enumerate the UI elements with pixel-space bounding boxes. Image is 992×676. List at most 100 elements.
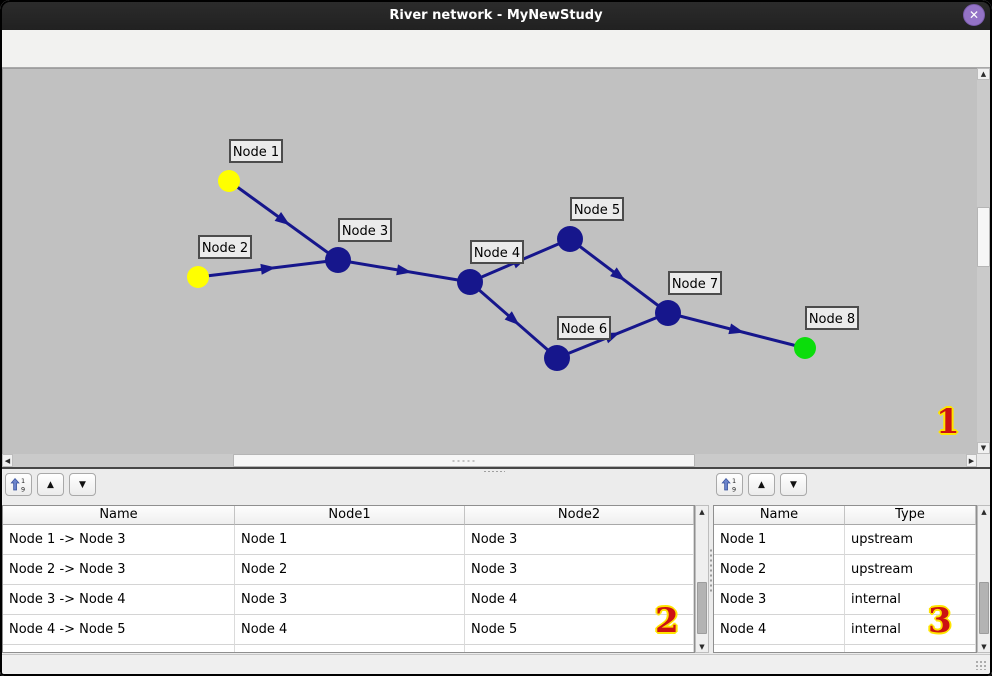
table-cell[interactable]: Node 4 -> Node 5 xyxy=(3,615,235,645)
graph-node-1[interactable] xyxy=(218,170,240,192)
table-cell[interactable]: Node 3 -> Node 4 xyxy=(3,585,235,615)
table-cell[interactable]: Node 3 xyxy=(465,555,694,585)
nodes-move-up-button[interactable]: ▲ xyxy=(748,473,775,496)
table-row[interactable] xyxy=(714,645,976,652)
table-cell[interactable]: Node 3 xyxy=(465,525,694,555)
edges-table-scrollbar[interactable]: ▲ ▼ xyxy=(695,505,709,653)
table-cell[interactable]: upstream xyxy=(845,555,976,585)
close-button[interactable]: ✕ xyxy=(963,4,985,26)
edges-move-down-button[interactable]: ▼ xyxy=(69,473,96,496)
node-label-box[interactable] xyxy=(557,316,611,340)
horizontal-scroll-thumb[interactable] xyxy=(233,454,695,467)
graph-node-8[interactable] xyxy=(794,337,816,359)
table-cell[interactable]: Node 1 -> Node 3 xyxy=(3,525,235,555)
table-cell[interactable] xyxy=(235,645,465,652)
graph-node-7[interactable] xyxy=(655,300,681,326)
node-label-box[interactable] xyxy=(229,139,283,163)
nodes-table-scrollbar[interactable]: ▲ ▼ xyxy=(977,505,991,653)
nodes-sort-button[interactable]: 1 9 xyxy=(716,473,743,496)
column-header[interactable]: Name xyxy=(3,506,235,525)
close-icon: ✕ xyxy=(968,8,980,22)
panel-sash[interactable] xyxy=(0,467,992,469)
node-label-box[interactable] xyxy=(805,306,859,330)
edges-move-up-button[interactable]: ▲ xyxy=(37,473,64,496)
scroll-up-button[interactable]: ▲ xyxy=(978,506,990,517)
scroll-up-icon: ▲ xyxy=(981,507,987,516)
graph-node-6[interactable] xyxy=(544,345,570,371)
node-label-box[interactable] xyxy=(570,197,624,221)
vertical-scroll-thumb[interactable] xyxy=(977,207,990,267)
table-row[interactable] xyxy=(3,645,694,652)
scroll-right-icon: ▶ xyxy=(968,456,975,465)
table-cell[interactable] xyxy=(714,645,845,652)
svg-text:1: 1 xyxy=(21,477,25,485)
sort-ascending-icon: 1 9 xyxy=(10,477,25,494)
column-header[interactable]: Type xyxy=(845,506,976,525)
scroll-left-button[interactable]: ◀ xyxy=(2,454,13,467)
column-header[interactable]: Node2 xyxy=(465,506,694,525)
canvas-vertical-scrollbar[interactable]: ▲ ▼ xyxy=(977,68,990,454)
scroll-down-button[interactable]: ▼ xyxy=(978,641,990,652)
table-cell[interactable]: internal xyxy=(845,585,976,615)
table-cell[interactable]: Node 3 xyxy=(714,585,845,615)
table-cell[interactable] xyxy=(465,645,694,652)
triangle-up-icon: ▲ xyxy=(47,479,54,490)
table-cell[interactable]: Node 3 xyxy=(235,585,465,615)
table-cell[interactable]: Node 5 xyxy=(465,615,694,645)
table-cell[interactable]: Node 1 xyxy=(235,525,465,555)
table-cell[interactable]: Node 2 -> Node 3 xyxy=(3,555,235,585)
vertical-scroll-thumb[interactable] xyxy=(979,582,989,634)
node-label-box[interactable] xyxy=(198,235,252,259)
resize-grip-icon[interactable] xyxy=(975,660,987,670)
sash-grip-icon[interactable] xyxy=(483,470,505,474)
status-bar xyxy=(0,654,992,674)
scroll-down-icon: ▼ xyxy=(980,444,987,452)
scroll-up-button[interactable]: ▲ xyxy=(977,68,990,80)
table-cell[interactable]: Node 2 xyxy=(235,555,465,585)
scroll-up-button[interactable]: ▲ xyxy=(696,506,708,517)
table-cell[interactable]: Node 1 xyxy=(714,525,845,555)
canvas-horizontal-scrollbar[interactable]: ◀ ▶ xyxy=(2,454,977,467)
scroll-down-icon: ▼ xyxy=(699,642,705,651)
titlebar[interactable]: River network - MyNewStudy ✕ xyxy=(0,0,992,30)
table-cell[interactable]: internal xyxy=(845,615,976,645)
edges-sort-button[interactable]: 1 9 xyxy=(5,473,32,496)
column-header[interactable]: Node1 xyxy=(235,506,465,525)
table-cell[interactable]: Node 4 xyxy=(235,615,465,645)
table-cell[interactable]: upstream xyxy=(845,525,976,555)
graph-node-4[interactable] xyxy=(457,269,483,295)
column-header[interactable]: Name xyxy=(714,506,845,525)
graph-node-5[interactable] xyxy=(557,226,583,252)
node-label: Node 6 xyxy=(561,322,607,337)
graph-node-3[interactable] xyxy=(325,247,351,273)
scroll-right-button[interactable]: ▶ xyxy=(966,454,977,467)
vertical-scroll-thumb[interactable] xyxy=(697,582,707,634)
scroll-down-button[interactable]: ▼ xyxy=(696,641,708,652)
table-cell[interactable] xyxy=(3,645,235,652)
node-label-box[interactable] xyxy=(338,218,392,242)
node-label-box[interactable] xyxy=(668,271,722,295)
scroll-down-button[interactable]: ▼ xyxy=(977,442,990,454)
table-cell[interactable]: Node 4 xyxy=(714,615,845,645)
table-cell[interactable] xyxy=(845,645,976,652)
table-cell[interactable]: Node 4 xyxy=(465,585,694,615)
svg-text:9: 9 xyxy=(21,486,25,494)
node-label-box[interactable] xyxy=(470,240,524,264)
window-title: River network - MyNewStudy xyxy=(389,7,603,23)
nodes-move-down-button[interactable]: ▼ xyxy=(780,473,807,496)
scroll-up-icon: ▲ xyxy=(699,507,705,516)
graph-node-2[interactable] xyxy=(187,266,209,288)
table-cell[interactable]: Node 2 xyxy=(714,555,845,585)
pane-splitter[interactable] xyxy=(709,548,714,592)
